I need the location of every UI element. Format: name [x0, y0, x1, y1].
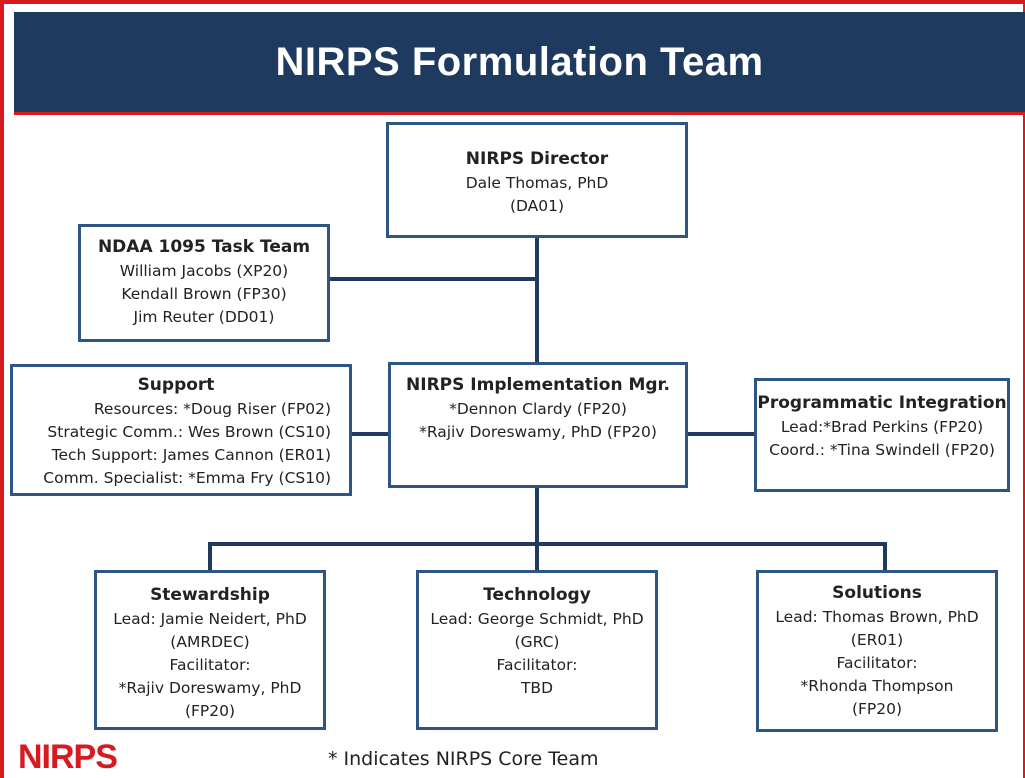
title-bar: NIRPS Formulation Team [14, 12, 1025, 115]
support-heading: Support [137, 375, 215, 395]
solutions-heading: Solutions [832, 583, 922, 603]
stewardship-box: Stewardship Lead: Jamie Neidert, PhD (AM… [94, 570, 326, 730]
director-line: Dale Thomas, PhD [465, 174, 609, 192]
solutions-box: Solutions Lead: Thomas Brown, PhD (ER01)… [756, 570, 998, 732]
programmatic-heading: Programmatic Integration [757, 393, 1007, 413]
stewardship-heading: Stewardship [150, 585, 270, 605]
solutions-line: *Rhonda Thompson [800, 677, 954, 695]
support-line: Tech Support: James Cannon (ER01) [51, 446, 331, 464]
programmatic-member: Coord.: *Tina Swindell (FP20) [769, 441, 995, 459]
technology-box: Technology Lead: George Schmidt, PhD (GR… [416, 570, 658, 730]
stewardship-line: *Rajiv Doreswamy, PhD [118, 679, 302, 697]
ndaa-task-team-box: NDAA 1095 Task Team William Jacobs (XP20… [78, 224, 330, 342]
technology-heading: Technology [483, 585, 591, 605]
stewardship-line: Facilitator: [169, 656, 251, 674]
implementation-mgr-box: NIRPS Implementation Mgr. *Dennon Clardy… [388, 362, 688, 488]
implementation-member: *Dennon Clardy (FP20) [449, 400, 627, 418]
connector-stewardship [208, 542, 212, 572]
technology-line: Lead: George Schmidt, PhD [430, 610, 644, 628]
implementation-heading: NIRPS Implementation Mgr. [406, 375, 670, 395]
connector-technology [535, 542, 539, 572]
slide-title: NIRPS Formulation Team [275, 39, 764, 84]
support-box: Support Resources: *Doug Riser (FP02) St… [10, 364, 352, 496]
connector-solutions [883, 542, 887, 572]
stewardship-line: Lead: Jamie Neidert, PhD [113, 610, 307, 628]
technology-line: Facilitator: [496, 656, 578, 674]
technology-line: (GRC) [514, 633, 560, 651]
director-heading: NIRPS Director [465, 149, 609, 169]
solutions-line: Facilitator: [836, 654, 918, 672]
nirps-logo: NIRPS [18, 738, 118, 776]
core-team-footnote: * Indicates NIRPS Core Team [328, 748, 599, 770]
solutions-line: Lead: Thomas Brown, PhD [775, 608, 979, 626]
programmatic-member: Lead:*Brad Perkins (FP20) [780, 418, 984, 436]
ndaa-heading: NDAA 1095 Task Team [97, 237, 311, 257]
connector-impl-to-bus [535, 486, 539, 544]
stewardship-line: (AMRDEC) [170, 633, 250, 651]
support-line: Resources: *Doug Riser (FP02) [93, 400, 331, 418]
connector-director-to-impl [535, 238, 539, 362]
connector-ndaa [328, 277, 537, 281]
stewardship-line: (FP20) [184, 702, 236, 720]
technology-line: TBD [520, 679, 554, 697]
support-line: Strategic Comm.: Wes Brown (CS10) [47, 423, 331, 441]
ndaa-member: Kendall Brown (FP30) [121, 285, 287, 303]
connector-support [350, 432, 390, 436]
director-box: NIRPS Director Dale Thomas, PhD (DA01) [386, 122, 688, 238]
programmatic-integration-box: Programmatic Integration Lead:*Brad Perk… [754, 378, 1010, 492]
solutions-line: (FP20) [851, 700, 903, 718]
implementation-member: *Rajiv Doreswamy, PhD (FP20) [419, 423, 657, 441]
solutions-line: (ER01) [850, 631, 904, 649]
director-line: (DA01) [509, 197, 565, 215]
ndaa-member: William Jacobs (XP20) [119, 262, 289, 280]
support-line: Comm. Specialist: *Emma Fry (CS10) [43, 469, 331, 487]
connector-programmatic [686, 432, 756, 436]
connector-bus [208, 542, 887, 546]
ndaa-member: Jim Reuter (DD01) [133, 308, 275, 326]
